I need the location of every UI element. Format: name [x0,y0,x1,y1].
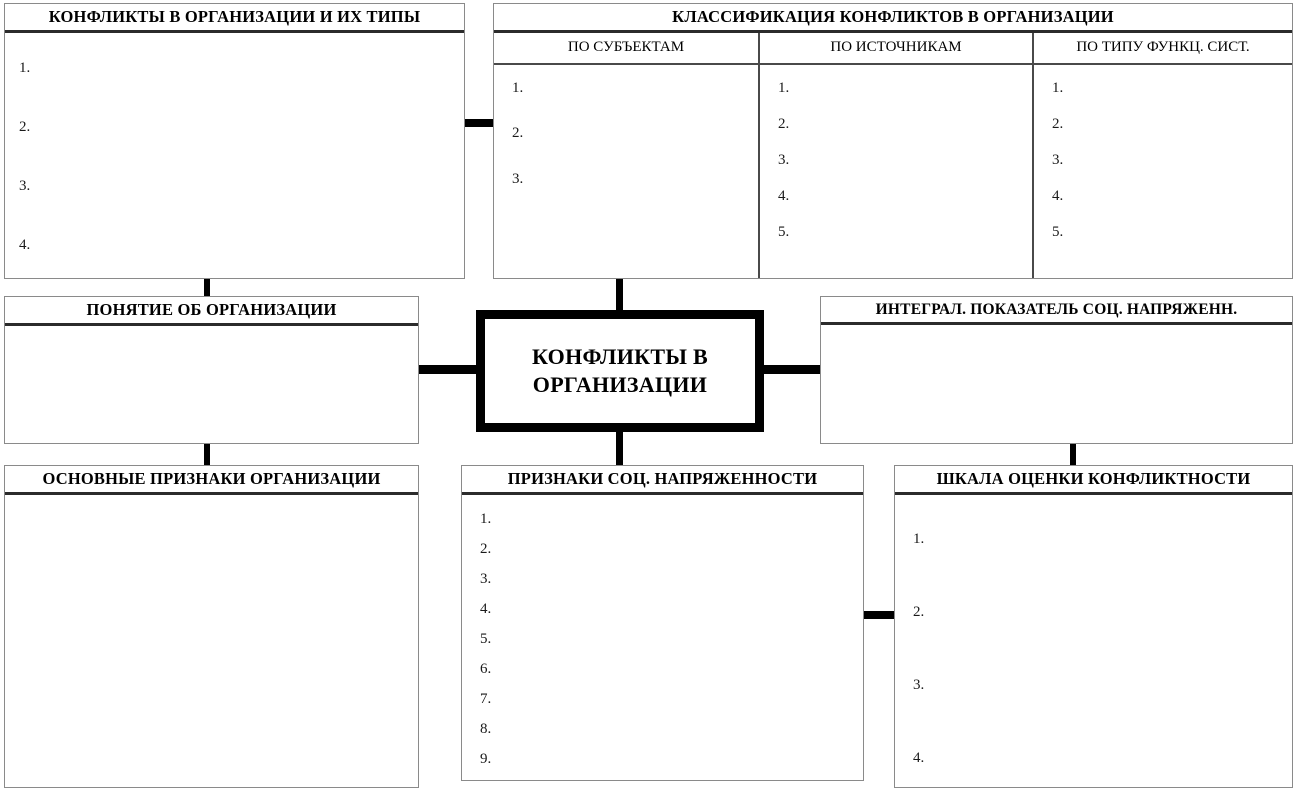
list-item: 1. [512,79,524,96]
list-item: 3. [480,570,492,587]
list-item: 2. [512,124,524,141]
connector-classification-to-central [616,274,623,314]
box-conflicts-and-types-title: КОНФЛИКТЫ В ОРГАНИЗАЦИИ И ИХ ТИПЫ [5,4,464,33]
social-tension-signs-list: 1. 2. 3. 4. 5. 6. 7. 8. 9. [480,510,863,767]
list-item: 4. [778,187,790,204]
classification-list-by-subjects: 1. 2. 3. [512,79,758,187]
central-node-line-1: КОНФЛИКТЫ В [531,343,709,369]
conflicts-types-list: 1. 2. 3. 4. [19,59,464,253]
box-integral-social-tension-indicator[interactable]: ИНТЕГРАЛ. ПОКАЗАТЕЛЬ СОЦ. НАПРЯЖЕНН. [820,296,1293,444]
central-node-line-2: ОРГАНИЗАЦИИ [532,372,708,397]
list-item: 2. [1052,115,1064,132]
connector-conflicts-to-classification [461,119,497,127]
list-item: 2. [778,115,790,132]
classification-column-by-subjects[interactable]: ПО СУБЪЕКТАМ 1. 2. 3. [494,33,758,279]
box-organization-concept-title: ПОНЯТИЕ ОБ ОРГАНИЗАЦИИ [5,297,418,326]
box-conflicts-and-types-body: 1. 2. 3. 4. [5,33,464,253]
column-header-by-function-type: ПО ТИПУ ФУНКЦ. СИСТ. [1034,33,1292,65]
list-item: 1. [480,510,492,527]
connector-organization-concept-to-central [418,365,480,374]
list-item: 7. [480,690,492,707]
list-item: 2. [19,118,31,135]
box-conflict-assessment-scale-body: 1. 2. 3. 4. [895,495,1292,766]
list-item: 1. [778,79,790,96]
list-item: 4. [19,236,31,253]
classification-list-by-sources: 1. 2. 3. 4. 5. [778,79,1032,240]
connector-tension-signs-to-scale [862,611,898,619]
conflict-scale-list: 1. 2. 3. 4. [913,530,1292,766]
box-conflict-assessment-scale-title: ШКАЛА ОЦЕНКИ КОНФЛИКТНОСТИ [895,466,1292,495]
list-item: 5. [480,630,492,647]
connector-organization-concept-to-features [204,443,210,467]
box-social-tension-signs[interactable]: ПРИЗНАКИ СОЦ. НАПРЯЖЕННОСТИ 1. 2. 3. 4. … [461,465,864,781]
list-item: 3. [778,151,790,168]
box-social-tension-signs-title: ПРИЗНАКИ СОЦ. НАПРЯЖЕННОСТИ [462,466,863,495]
classification-list-by-function-type: 1. 2. 3. 4. 5. [1052,79,1292,240]
box-organization-main-features[interactable]: ОСНОВНЫЕ ПРИЗНАКИ ОРГАНИЗАЦИИ [4,465,419,788]
box-classification-body: ПО СУБЪЕКТАМ 1. 2. 3. ПО ИСТОЧНИКАМ 1. [494,32,1292,279]
connector-integral-indicator-to-scale [1070,443,1076,467]
list-item: 3. [1052,151,1064,168]
box-classification[interactable]: КЛАССИФИКАЦИЯ КОНФЛИКТОВ В ОРГАНИЗАЦИИ П… [493,3,1293,279]
list-item: 3. [512,170,524,187]
list-item: 4. [1052,187,1064,204]
column-body-by-subjects: 1. 2. 3. [494,65,758,187]
list-item: 5. [778,223,790,240]
box-social-tension-signs-body: 1. 2. 3. 4. 5. 6. 7. 8. 9. [462,495,863,767]
connector-central-to-integral-indicator [760,365,822,374]
list-item: 9. [480,750,492,767]
list-item: 1. [1052,79,1064,96]
list-item: 6. [480,660,492,677]
box-conflict-assessment-scale[interactable]: ШКАЛА ОЦЕНКИ КОНФЛИКТНОСТИ 1. 2. 3. 4. [894,465,1293,788]
list-item: 4. [913,749,925,766]
list-item: 3. [913,676,925,693]
box-organization-concept[interactable]: ПОНЯТИЕ ОБ ОРГАНИЗАЦИИ [4,296,419,444]
column-body-by-sources: 1. 2. 3. 4. 5. [760,65,1032,240]
connector-conflicts-to-organization-concept [204,274,210,298]
classification-column-by-function-type[interactable]: ПО ТИПУ ФУНКЦ. СИСТ. 1. 2. 3. 4. 5. [1032,32,1292,278]
box-classification-title: КЛАССИФИКАЦИЯ КОНФЛИКТОВ В ОРГАНИЗАЦИИ [494,4,1292,33]
list-item: 4. [480,600,492,617]
list-item: 1. [913,530,925,547]
central-node-label: КОНФЛИКТЫ В ОРГАНИЗАЦИИ [532,343,708,399]
list-item: 8. [480,720,492,737]
classification-column-by-sources[interactable]: ПО ИСТОЧНИКАМ 1. 2. 3. 4. 5. [758,32,1032,278]
box-conflicts-and-types[interactable]: КОНФЛИКТЫ В ОРГАНИЗАЦИИ И ИХ ТИПЫ 1. 2. … [4,3,465,279]
central-node-conflicts-in-organization[interactable]: КОНФЛИКТЫ В ОРГАНИЗАЦИИ [476,310,764,432]
box-integral-social-tension-indicator-title: ИНТЕГРАЛ. ПОКАЗАТЕЛЬ СОЦ. НАПРЯЖЕНН. [821,297,1292,325]
list-item: 2. [913,603,925,620]
column-header-by-subjects: ПО СУБЪЕКТАМ [494,33,758,65]
box-organization-main-features-title: ОСНОВНЫЕ ПРИЗНАКИ ОРГАНИЗАЦИИ [5,466,418,495]
list-item: 5. [1052,223,1064,240]
classification-columns: ПО СУБЪЕКТАМ 1. 2. 3. ПО ИСТОЧНИКАМ 1. [494,32,1292,279]
list-item: 3. [19,177,31,194]
list-item: 1. [19,59,31,76]
column-header-by-sources: ПО ИСТОЧНИКАМ [760,33,1032,65]
column-body-by-function-type: 1. 2. 3. 4. 5. [1034,65,1292,240]
list-item: 2. [480,540,492,557]
connector-central-to-tension-signs [616,428,623,468]
